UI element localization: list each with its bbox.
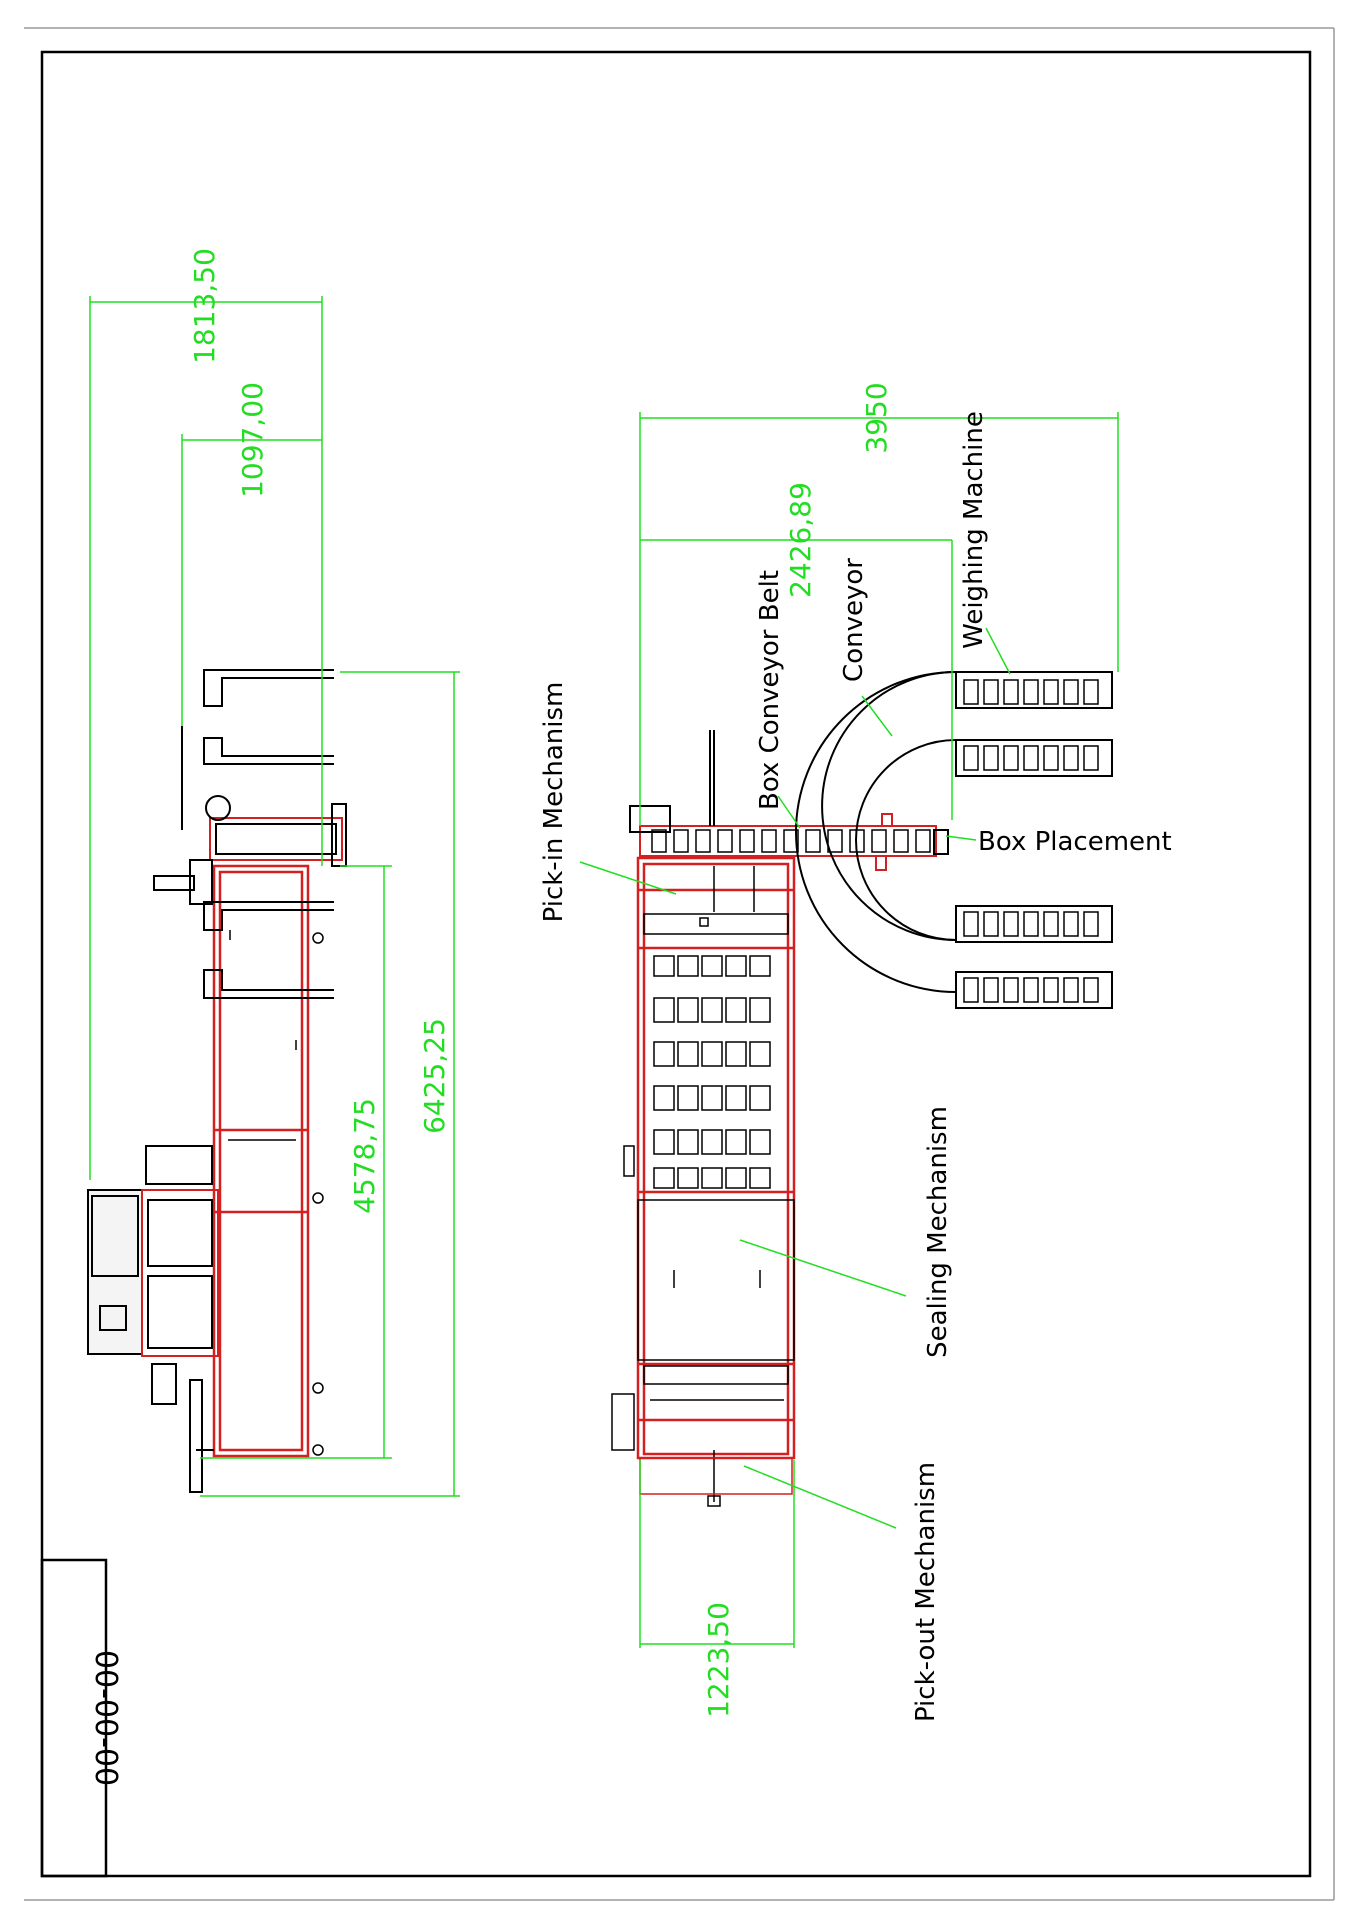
label-conveyor: Conveyor <box>839 558 869 682</box>
dim-layout-width: 3950 <box>860 382 893 453</box>
side-top-assembly <box>153 726 347 905</box>
control-panel <box>87 1145 219 1493</box>
tray-row-6 <box>653 1167 771 1189</box>
top-dimensions <box>639 412 1119 1648</box>
title-block: 00-00-00 <box>40 1558 123 1878</box>
pick-in-station <box>643 866 789 935</box>
dim-upper-width: 1097,00 <box>236 382 269 498</box>
tray-row-1 <box>653 955 771 977</box>
tray-row-5 <box>653 1129 771 1155</box>
weighing-machine <box>955 671 1113 1009</box>
side-dimensions <box>89 296 460 1497</box>
sheet-border <box>24 27 1335 1901</box>
box-conveyor-belt <box>629 730 949 871</box>
label-pick-in: Pick-in Mechanism <box>539 682 569 923</box>
sealing-section <box>637 1199 795 1361</box>
pick-out-section <box>611 1365 793 1507</box>
side-brackets <box>203 669 334 999</box>
label-sealing: Sealing Mechanism <box>923 1106 953 1358</box>
drawing-code: 00-00-00 <box>88 1650 123 1786</box>
tray-row-4 <box>653 1085 771 1111</box>
dim-machine-width: 1223,50 <box>702 1602 735 1718</box>
label-pick-out: Pick-out Mechanism <box>911 1462 941 1722</box>
label-weighing-machine: Weighing Machine <box>959 411 989 649</box>
dim-overall-width: 1813,50 <box>188 248 221 364</box>
tray-row-3 <box>653 1041 771 1067</box>
dim-conveyor-belt-width: 2426,89 <box>784 482 817 598</box>
top-view <box>579 627 1113 1529</box>
tray-row-2 <box>653 997 771 1023</box>
main-frame <box>636 856 796 1460</box>
product-trays <box>623 955 771 1189</box>
curved-conveyor <box>795 671 957 993</box>
label-box-placement: Box Placement <box>978 827 1172 857</box>
side-frame-details <box>228 930 324 1456</box>
leader-lines <box>579 627 1011 1529</box>
side-view <box>87 669 347 1493</box>
label-box-conveyor-belt: Box Conveyor Belt <box>755 570 785 810</box>
side-frame <box>212 864 310 1458</box>
dim-frame-length: 4578,75 <box>348 1098 381 1214</box>
dim-overall-length: 6425,25 <box>418 1018 451 1134</box>
